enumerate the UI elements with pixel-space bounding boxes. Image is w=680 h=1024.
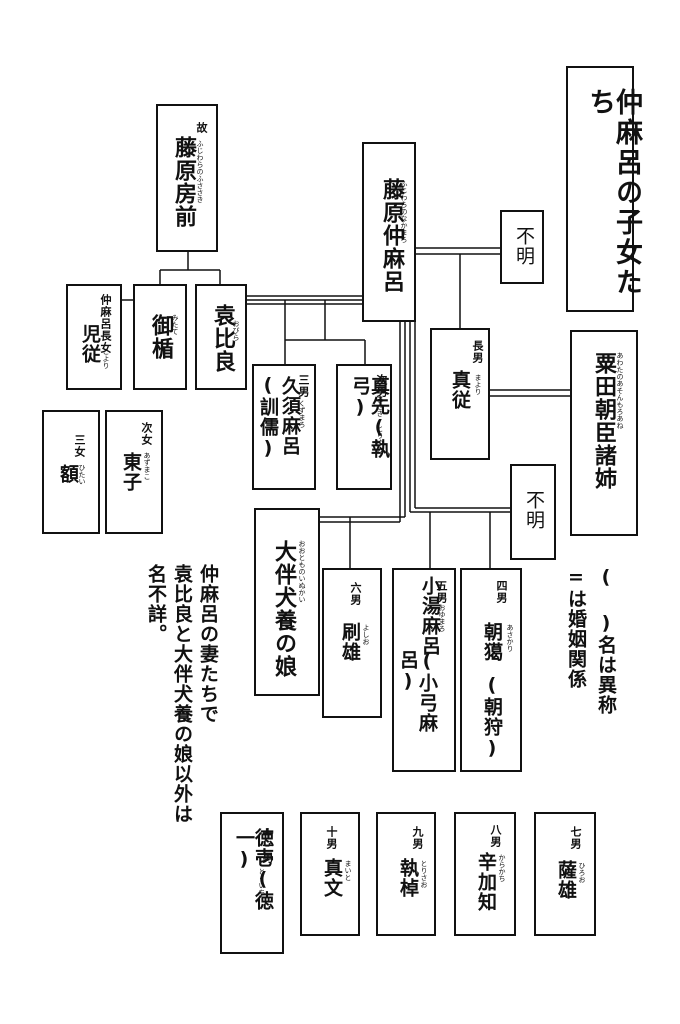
azumako-name: 東子	[120, 452, 142, 492]
torisao-name: 執棹	[397, 858, 419, 898]
oyumaro-alt: (小弓麻呂)	[397, 650, 438, 733]
otomo-box: 大伴犬養の娘 おおとものいぬかい	[254, 508, 320, 696]
otomo-name: 大伴犬養の娘	[271, 540, 296, 678]
yoshio-name: 刷雄	[339, 622, 361, 662]
morone-box: 粟田朝臣諸姉 あわたのあそんもろあね	[570, 330, 638, 536]
kusumaro-box: 三男 久須麻呂 (訓儒) くずまろ	[252, 364, 316, 490]
azumako-ruby: あずまこ	[143, 452, 151, 480]
karakachi-ruby: からかち	[498, 854, 506, 882]
hitai-ruby: ひたい	[78, 464, 86, 485]
azumako-rank: 次女	[140, 422, 153, 446]
hiroo-ruby: ひろお	[578, 862, 586, 883]
koyori-name: 児従	[79, 324, 101, 364]
mitate-name: 御楯	[148, 314, 173, 360]
nakamaro-ruby: ふじわらのなかまろ	[400, 180, 408, 243]
morone-ruby: あわたのあそんもろあね	[616, 352, 624, 429]
hitai-rank: 三女	[73, 434, 86, 458]
asakari-box: 四男 朝獦 (朝狩) あさかり	[460, 568, 522, 772]
hiroo-box: 七男 薩雄 ひろお	[534, 812, 596, 936]
maito-box: 十男 真文 まいと	[300, 812, 360, 936]
torisao-rank: 九男	[411, 826, 424, 850]
maito-rank: 十男	[325, 826, 338, 850]
fumei-2-box: 不明	[510, 464, 556, 560]
ebira-name: 袁比良	[210, 304, 235, 373]
wives-note-1: 仲麻呂の妻たちで	[197, 564, 219, 724]
kusumaro-rank: 三男	[297, 374, 310, 398]
ebira-box: 袁比良 おびら	[195, 284, 247, 390]
karakachi-name: 辛加知	[475, 852, 497, 912]
marriage-note: =は婚姻関係	[565, 566, 587, 689]
wives-note-3: 名不詳。	[145, 564, 167, 644]
koyori-box: 仲麻呂長女 児従 こより	[66, 284, 122, 390]
mitate-box: 御楯 みたて	[133, 284, 187, 390]
torisao-box: 九男 執棹 とりさお	[376, 812, 436, 936]
tokuichi-box: 十一男 徳壱(徳一) とくいち	[220, 812, 284, 954]
mayori-name: 真従	[449, 370, 471, 410]
oyumaro-box: 五男 小湯麻呂 (小弓麻呂) おゆまろ	[392, 568, 456, 772]
masaki-ruby: まさき とりゆみ	[376, 396, 384, 453]
asakari-name: 朝獦	[481, 622, 503, 662]
asakari-alt: (朝狩)	[481, 674, 503, 760]
hiroo-name: 薩雄	[555, 860, 577, 900]
paren-note: ( )名は異称	[595, 566, 617, 715]
tokuichi-name: 徳壱(徳一)	[233, 828, 274, 911]
title-box: 仲麻呂の子女たち	[566, 66, 642, 312]
tokuichi-ruby: とくいち	[258, 868, 266, 896]
oyumaro-ruby: おゆまろ	[438, 604, 446, 632]
fusasaki-name: 藤原房前	[171, 136, 196, 228]
nakamaro-name: 藤原仲麻呂	[379, 178, 404, 293]
fusasaki-ruby: ふじわらのふささき	[196, 140, 204, 203]
torisao-ruby: とりさお	[420, 860, 428, 888]
maito-ruby: まいと	[344, 860, 352, 881]
fumei-1-box: 不明	[500, 210, 544, 284]
morone-name: 粟田朝臣諸姉	[591, 352, 616, 490]
masaki-name: 真先(執弓)	[349, 376, 390, 459]
maito-name: 真文	[321, 858, 343, 898]
kusumaro-name: 久須麻呂	[279, 376, 301, 456]
kusumaro-alt: (訓儒)	[257, 374, 279, 460]
oyumaro-name: 小湯麻呂	[419, 576, 441, 656]
yoshio-ruby: よしお	[362, 624, 370, 645]
fumei-2-label: 不明	[523, 490, 545, 530]
hitai-box: 三女 額 ひたい	[42, 410, 100, 534]
asakari-rank: 四男	[495, 580, 508, 604]
kusumaro-ruby: くずまろ	[298, 400, 306, 428]
wives-note-2: 袁比良と大伴犬養の娘以外は	[171, 564, 193, 824]
masaki-rank: 次男	[375, 374, 388, 398]
fusasaki-prefix: 故	[195, 122, 208, 134]
fusasaki-box: 故 藤原房前 ふじわらのふささき	[156, 104, 218, 252]
fumei-1-label: 不明	[513, 226, 535, 266]
mitate-ruby: みたて	[171, 314, 179, 335]
tokuichi-rank: 十一男	[261, 828, 274, 864]
asakari-ruby: あさかり	[506, 624, 514, 652]
ebira-ruby: おびら	[232, 320, 240, 341]
karakachi-box: 八男 辛加知 からかち	[454, 812, 516, 936]
otomo-ruby: おおとものいぬかい	[298, 540, 306, 603]
hiroo-rank: 七男	[569, 826, 582, 850]
masaki-box: 次男 真先(執弓) まさき とりゆみ	[336, 364, 392, 490]
koyori-caption: 仲麻呂長女	[99, 294, 112, 354]
yoshio-box: 六男 刷雄 よしお	[322, 568, 382, 718]
diagram-title: 仲麻呂の子女たち	[584, 88, 642, 298]
oyumaro-rank: 五男	[435, 580, 448, 604]
karakachi-rank: 八男	[489, 824, 502, 848]
hitai-name: 額	[57, 464, 79, 484]
mayori-rank: 長男	[471, 340, 484, 364]
yoshio-rank: 六男	[349, 582, 362, 606]
azumako-box: 次女 東子 あずまこ	[105, 410, 163, 534]
mayori-ruby: まより	[474, 374, 482, 395]
koyori-ruby: こより	[102, 348, 110, 369]
nakamaro-box: 藤原仲麻呂 ふじわらのなかまろ	[362, 142, 416, 322]
mayori-box: 長男 真従 まより	[430, 328, 490, 460]
